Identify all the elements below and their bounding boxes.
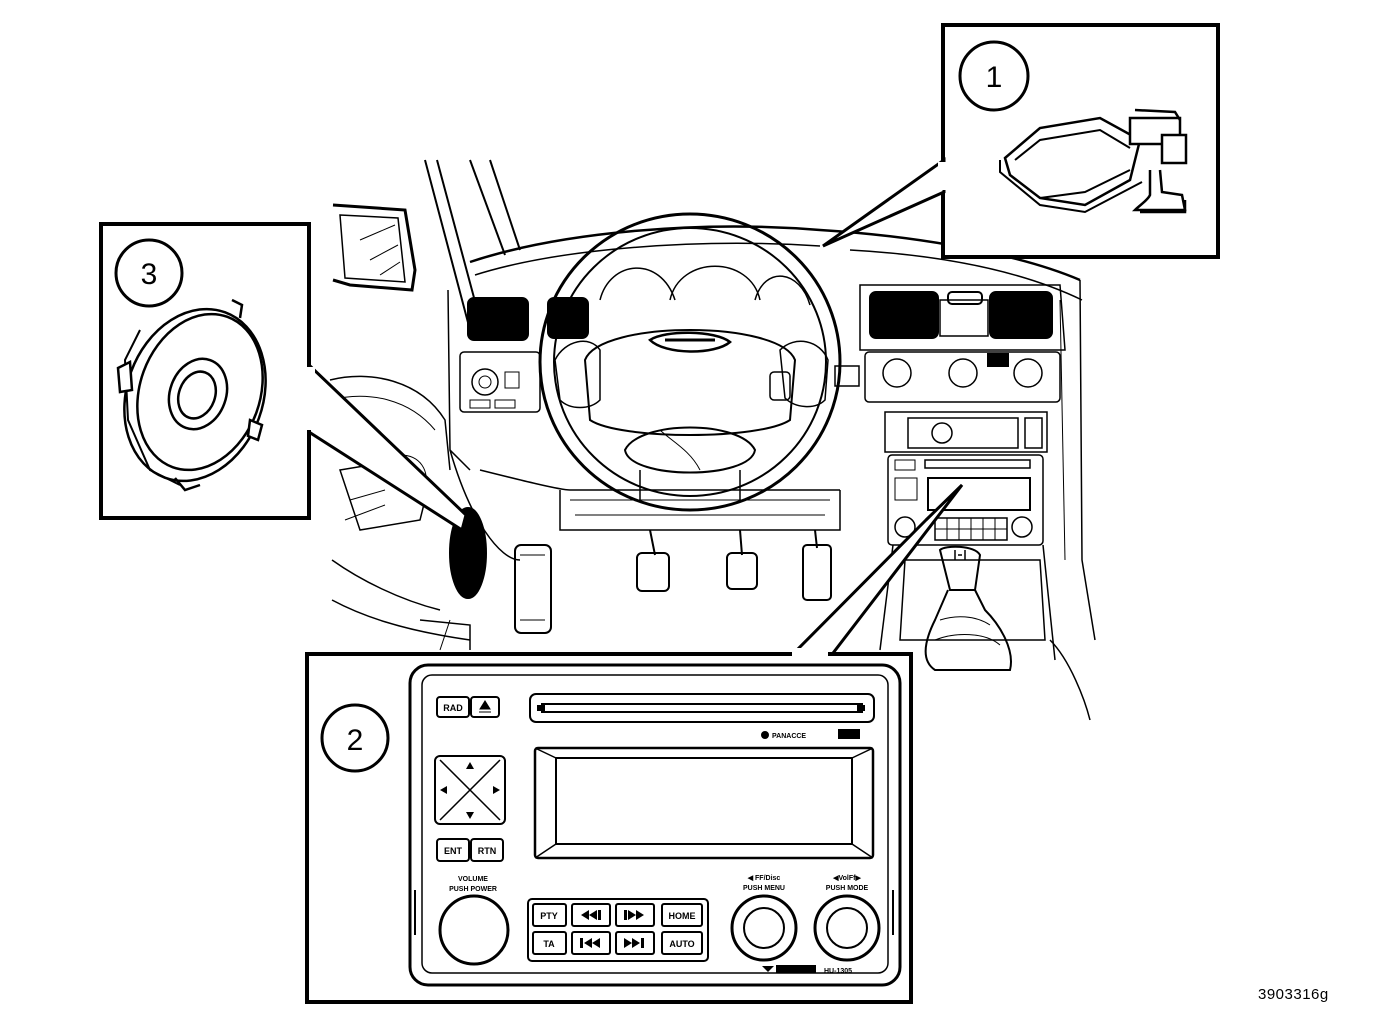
brand-label: PANACCE <box>772 733 806 740</box>
ta-button <box>532 931 567 955</box>
mode-label-line2: PUSH MODE <box>826 885 869 892</box>
callout-2-circle <box>320 703 390 773</box>
previous-track-icon <box>580 938 600 948</box>
tune-label-line1: ◀ FF/Disc <box>747 875 781 882</box>
rewind-icon <box>581 910 601 920</box>
callout-2-group: 2 RAD PANACCE <box>305 483 964 1004</box>
pty-label: PTY <box>540 911 558 921</box>
brand-logo-icon <box>761 731 769 739</box>
figure-number: 3903316g <box>1258 986 1329 1003</box>
eject-icon <box>479 700 491 713</box>
mode-label-line1: ◀VolFf▶ <box>832 875 861 882</box>
callout-3-group: 3 <box>99 222 468 533</box>
rad-label: RAD <box>443 703 463 713</box>
dashboard-illustration <box>329 159 1096 721</box>
home-label: HOME <box>669 911 696 921</box>
callout-1-leader <box>822 157 946 248</box>
ent-label: ENT <box>444 846 463 856</box>
volume-label-line1: VOLUME <box>458 876 488 883</box>
callout-3-circle <box>114 238 184 308</box>
ta-label: TA <box>543 939 555 949</box>
volume-knob <box>438 894 510 966</box>
nav-right-icon <box>493 786 500 794</box>
radio-faceplate: RAD PANACCE ENT <box>408 663 902 987</box>
pty-button <box>532 903 567 927</box>
tune-label-line2: PUSH MENU <box>743 885 785 892</box>
nav-down-icon <box>466 812 474 819</box>
callout-2-leader <box>786 483 964 659</box>
callout-2-number: 2 <box>347 724 364 757</box>
module-icon <box>999 108 1188 214</box>
auto-label: AUTO <box>669 939 694 949</box>
ent-button <box>436 838 470 862</box>
callout-3-number: 3 <box>141 258 158 291</box>
next-track-icon <box>624 938 644 948</box>
rtn-label: RTN <box>478 846 497 856</box>
auto-button <box>661 931 703 955</box>
callout-3-leader <box>307 361 468 533</box>
home-button <box>661 903 703 927</box>
rtn-button <box>470 838 504 862</box>
callout-1-circle <box>958 40 1030 112</box>
model-label: HU-1305 <box>824 968 852 975</box>
disc-logo-icon <box>838 729 860 739</box>
manufacturer-logo-icon <box>762 966 774 972</box>
volume-label-line2: PUSH POWER <box>449 886 497 893</box>
callout-1-group: 1 <box>822 23 1220 259</box>
callout-1-number: 1 <box>986 61 1003 94</box>
nav-up-icon <box>466 762 474 769</box>
fast-forward-icon <box>624 910 644 920</box>
rad-button <box>436 696 470 718</box>
nav-left-icon <box>440 786 447 794</box>
speaker-icon <box>116 298 267 492</box>
